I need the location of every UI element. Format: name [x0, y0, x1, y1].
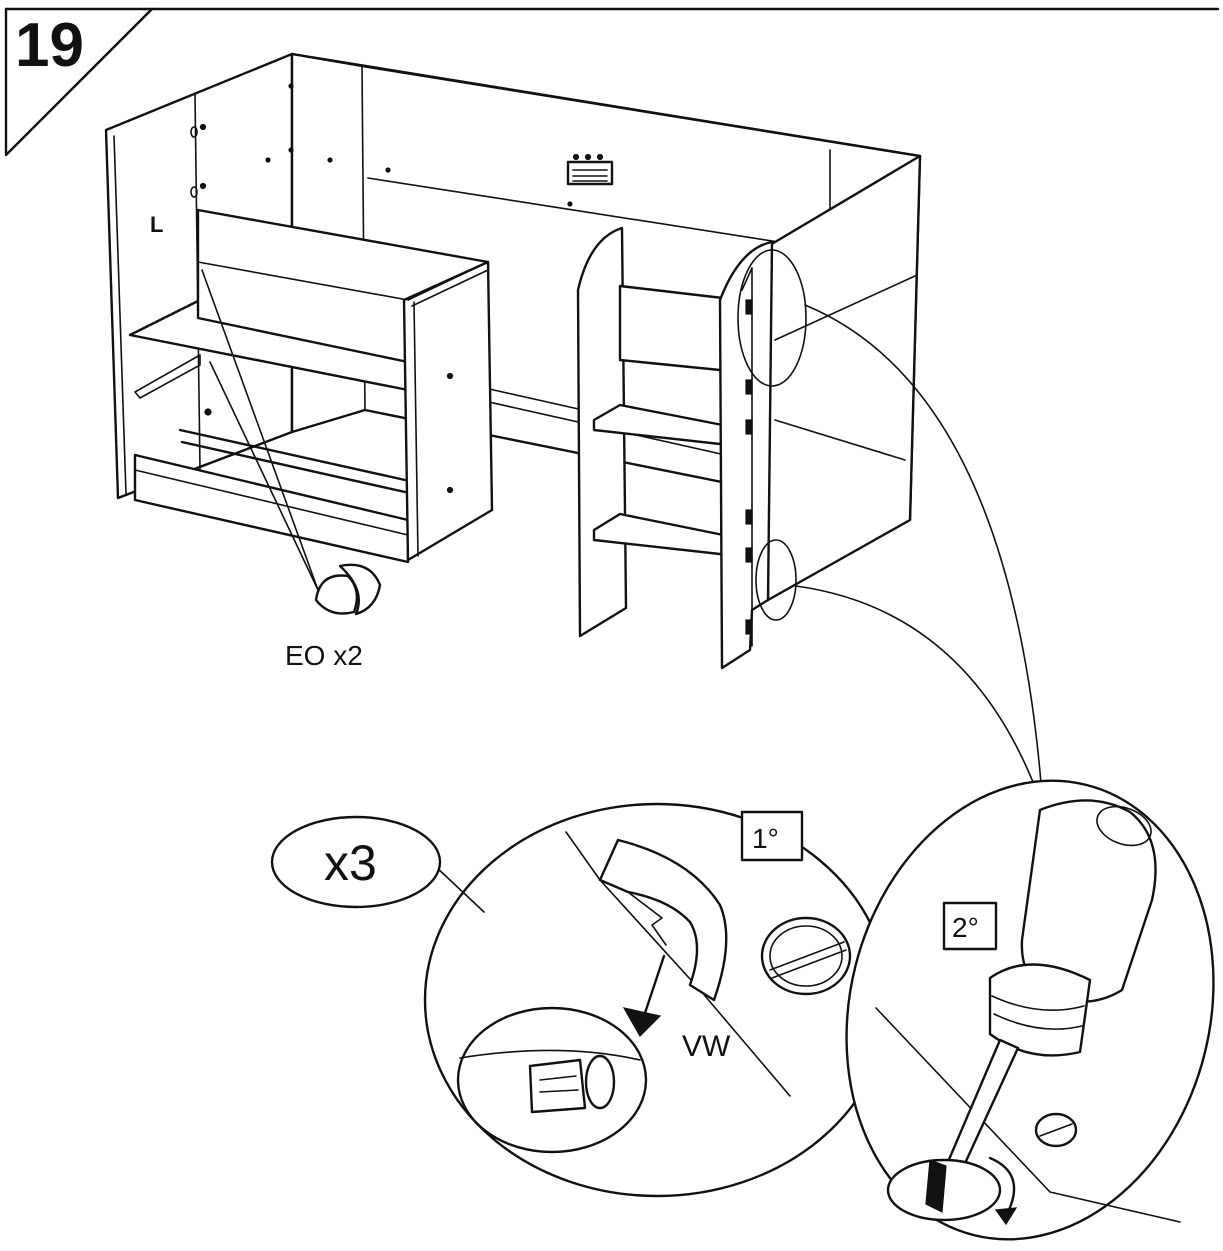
rotation-arrow-head: [994, 1207, 1018, 1226]
cam-lock: [598, 838, 728, 1002]
screwdriver: [934, 799, 1157, 1198]
insert-arrow-shaft: [640, 954, 666, 1024]
drawer-runner: [178, 428, 407, 494]
panel-hole: [385, 167, 391, 173]
detail-tighten-joint: [875, 1007, 1181, 1223]
drawer-unit-top-edge: [197, 261, 409, 301]
cam-lock-label: VW: [682, 1030, 731, 1063]
cam-cover-cap: [338, 563, 382, 616]
second-action-tag: [942, 901, 998, 951]
detail-leader-upper: [804, 304, 1043, 796]
right-end-panel-rails: [774, 275, 916, 461]
cam-head: [925, 1159, 947, 1213]
second-action-label: 2°: [952, 912, 979, 943]
panel-hole: [190, 186, 198, 198]
bracket-screw: [584, 153, 592, 161]
panel-hole: [204, 408, 212, 416]
hanging-bracket: [566, 160, 614, 186]
step-header: 19: [4, 7, 1220, 157]
step-number: 19: [15, 11, 84, 80]
quantity-bubble-pointer: [433, 864, 485, 913]
quantity-label: x3: [324, 835, 377, 891]
cam-fitting: [745, 419, 753, 435]
connector-thread: [584, 1054, 616, 1110]
panel-hole: [199, 123, 207, 131]
back-panel-top: [290, 52, 922, 158]
cam-fitting: [745, 547, 753, 563]
cam-cover-callout: EO x2: [201, 269, 382, 671]
panel-hole: [190, 126, 198, 138]
panel-holes: [190, 83, 573, 416]
drawer-unit-hole: [446, 486, 454, 494]
first-action-tag: [740, 810, 804, 862]
detail-tighten-cam: 2°: [845, 779, 1215, 1241]
drawer-unit-top-lip: [407, 261, 489, 307]
drawer-unit-hole: [446, 372, 454, 380]
panel-marker: L: [150, 212, 163, 237]
cam-slot-cover-rim: [769, 925, 843, 987]
detail-marker-upper: [737, 249, 807, 387]
connector-bolt: [528, 1058, 587, 1114]
quantity-bubble-shape: [270, 815, 442, 909]
screwdriver-handle-end: [1096, 805, 1152, 847]
panel-hole: [265, 157, 271, 163]
detail-markers: [737, 249, 1043, 801]
connector-bolt-lines: [539, 1075, 579, 1093]
insert-arrow-head: [622, 1007, 662, 1037]
detail-insert-cam: VW 1°: [423, 802, 891, 1198]
bracket-screw: [572, 153, 580, 161]
detail-marker-lower: [755, 539, 797, 621]
panel-hole: [199, 182, 207, 190]
drawer-unit-base: [133, 453, 410, 564]
detail-panel-joint: [565, 831, 791, 1097]
panel-hole: [567, 201, 573, 207]
ladder-rail-fittings: [745, 299, 753, 635]
cam-fitting: [745, 509, 753, 525]
panel-hole: [288, 83, 294, 89]
connector-inset-edge: [459, 1049, 641, 1061]
left-end-panel-edge: [113, 135, 127, 495]
drawer-unit-side-edge: [413, 301, 419, 557]
drawer-unit: [128, 208, 494, 564]
panel-hole: [288, 147, 294, 153]
cam-slot-cover-small-slot: [1039, 1123, 1073, 1137]
drawer-unit-base-edge: [134, 469, 409, 536]
bracket-screw: [596, 153, 604, 161]
drawer-runner-bracket: [134, 354, 201, 399]
cam-slot-cover-slot: [769, 941, 847, 979]
cam-fitting: [745, 379, 753, 395]
panel-hole: [327, 157, 333, 163]
quantity-bubble: x3: [270, 815, 485, 913]
hanging-bracket-slots: [572, 169, 608, 182]
cam-cover-cap: [314, 574, 359, 615]
screwdriver-grip: [991, 995, 1085, 1030]
cam-cover-leader: [201, 269, 319, 591]
cam-cover-label: EO x2: [285, 640, 363, 671]
step-number-corner: [4, 7, 154, 157]
detail-leader-lower: [795, 585, 1041, 801]
cam-fitting: [745, 619, 753, 635]
first-action-label: 1°: [752, 823, 779, 854]
cam-fitting: [745, 299, 753, 315]
cam-lock-slot: [627, 891, 667, 946]
